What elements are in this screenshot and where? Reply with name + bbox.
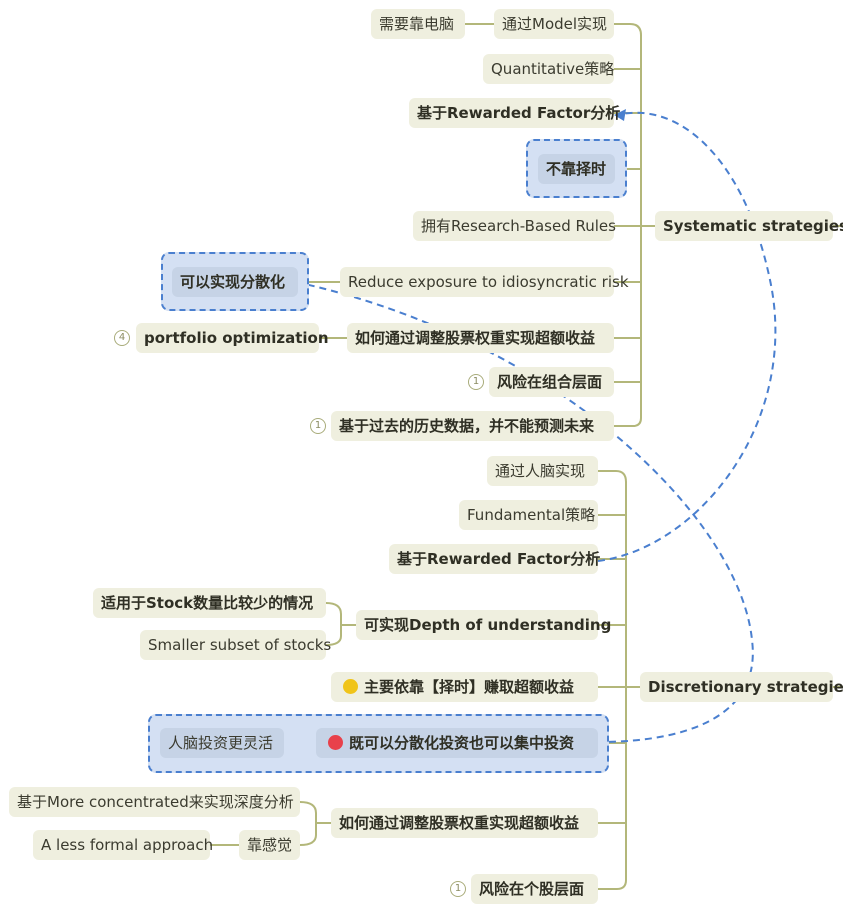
node-systematic-rewarded-factor[interactable]: 基于Rewarded Factor分析 (409, 98, 620, 128)
collapsed-count-badge[interactable]: 1 (468, 374, 484, 390)
node-via-model[interactable]: 通过Model实现 (494, 9, 614, 39)
node-via-human-brain[interactable]: 通过人脑实现 (487, 456, 598, 486)
node-both-label: 既可以分散化投资也可以集中投资 (349, 734, 575, 752)
node-smaller-subset[interactable]: Smaller subset of stocks (140, 630, 331, 660)
node-systematic-weight-question[interactable]: 如何通过调整股票权重实现超额收益 (347, 323, 614, 353)
node-portfolio-risk[interactable]: 风险在组合层面 (489, 367, 614, 397)
node-more-concentrated[interactable]: 基于More concentrated来实现深度分析 (9, 787, 300, 817)
collapsed-count-badge[interactable]: 1 (450, 881, 466, 897)
node-no-timing[interactable]: 不靠择时 (538, 154, 615, 184)
node-fundamental[interactable]: Fundamental策略 (459, 500, 598, 530)
node-quantitative[interactable]: Quantitative策略 (483, 54, 614, 84)
node-few-stocks[interactable]: 适用于Stock数量比较少的情况 (93, 588, 326, 618)
node-human-flexible[interactable]: 人脑投资更灵活 (160, 728, 284, 758)
node-less-formal-approach[interactable]: A less formal approach (33, 830, 213, 860)
node-systematic-strategies[interactable]: Systematic strategies (655, 211, 843, 241)
collapsed-count-badge[interactable]: 4 (114, 330, 130, 346)
node-stock-risk[interactable]: 风险在个股层面 (471, 874, 598, 904)
red-priority-icon (328, 734, 343, 750)
node-by-feeling[interactable]: 靠感觉 (239, 830, 300, 860)
node-portfolio-optimization[interactable]: portfolio optimization (136, 323, 329, 353)
node-needs-computer[interactable]: 需要靠电脑 (371, 9, 465, 39)
node-discretionary-weight-question[interactable]: 如何通过调整股票权重实现超额收益 (331, 808, 598, 838)
node-diversify[interactable]: 可以实现分散化 (172, 267, 298, 297)
node-discretionary-strategies[interactable]: Discretionary strategies (640, 672, 843, 702)
yellow-priority-icon (343, 678, 358, 694)
node-research-rules[interactable]: 拥有Research-Based Rules (413, 211, 616, 241)
node-historical-data[interactable]: 基于过去的历史数据，并不能预测未来 (331, 411, 614, 441)
node-timing-excess-return[interactable]: 主要依靠【择时】赚取超额收益 (331, 672, 598, 702)
node-timing-label: 主要依靠【择时】赚取超额收益 (364, 678, 575, 696)
node-discretionary-rewarded-factor[interactable]: 基于Rewarded Factor分析 (389, 544, 600, 574)
node-depth-of-understanding[interactable]: 可实现Depth of understanding (356, 610, 611, 640)
node-diversify-or-concentrate[interactable]: 既可以分散化投资也可以集中投资 (316, 728, 598, 758)
collapsed-count-badge[interactable]: 1 (310, 418, 326, 434)
node-reduce-exposure[interactable]: Reduce exposure to idiosyncratic risk (340, 267, 629, 297)
